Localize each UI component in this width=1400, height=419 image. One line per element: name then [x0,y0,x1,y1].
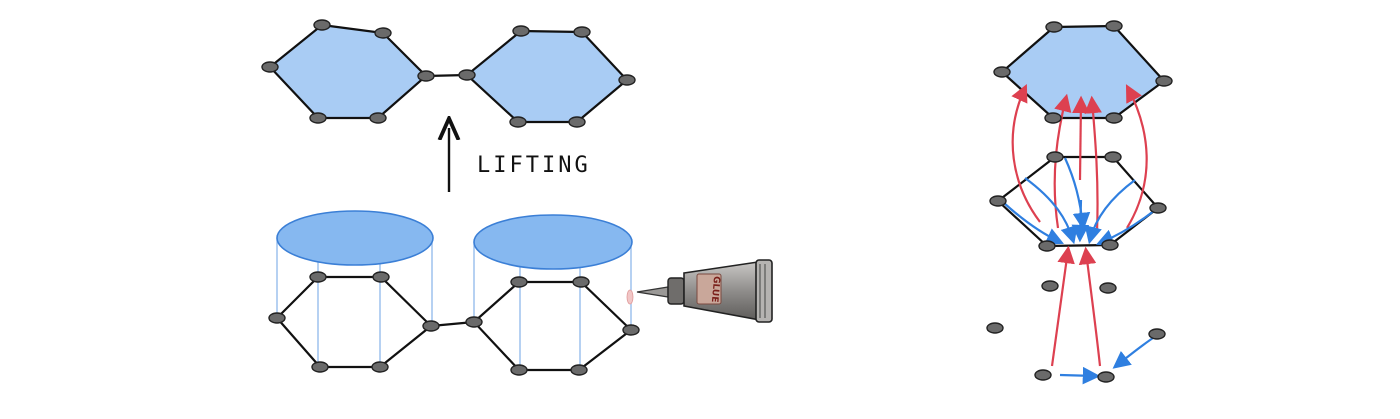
lifted-hexagon-pair [261,19,636,128]
glue-dab [626,289,634,305]
lifted-atoms [261,19,636,128]
glue-tube-icon: GLUE [636,259,773,323]
blue-disc-right [473,214,633,270]
base-atoms [268,271,640,376]
lifted-hexagon-right [465,29,629,124]
lifting-label: LIFTING [477,153,591,178]
base-hexagon-right [472,280,633,372]
blue-arrows [1003,157,1157,385]
free-atoms [986,20,1173,383]
disc-pillars [276,238,632,370]
blue-disc-left [276,210,434,266]
glue-label: GLUE [709,276,721,303]
base-hexagon-left [275,275,433,369]
assembled-hexagon [1000,24,1166,120]
lifted-hexagon-left [268,23,428,120]
red-arrows [1011,84,1148,367]
